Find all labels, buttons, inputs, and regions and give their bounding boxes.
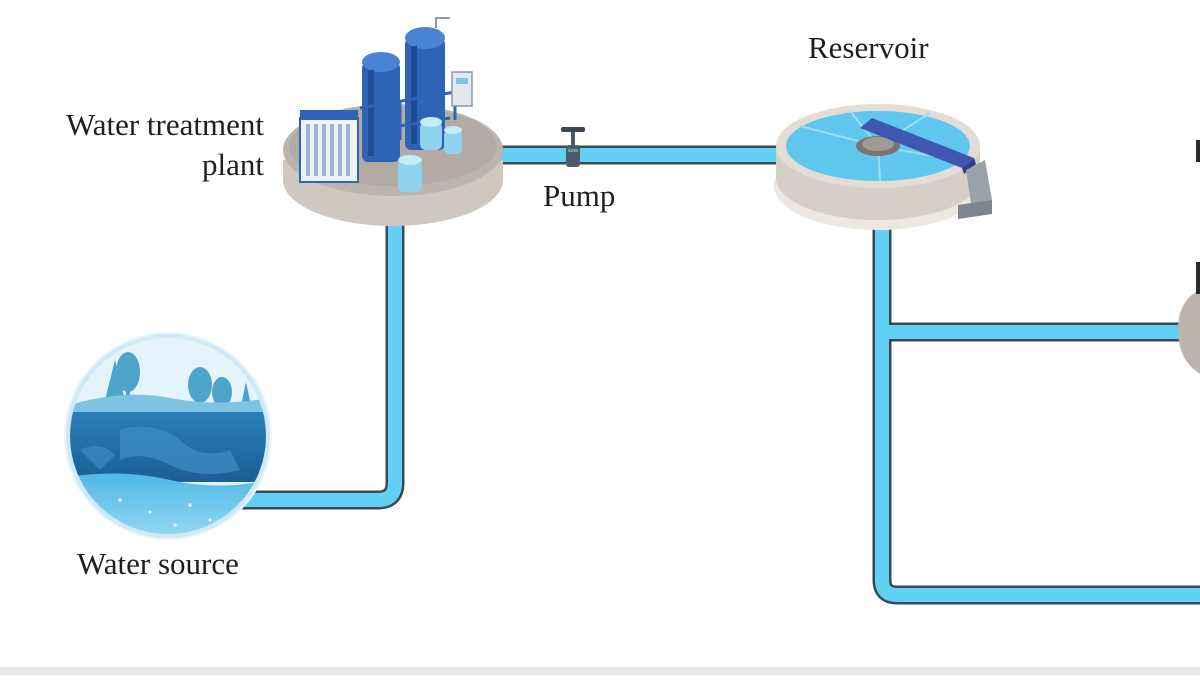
pipe-reservoir-branches — [875, 205, 1200, 602]
pipe-network — [240, 145, 1200, 605]
reservoir-icon — [774, 104, 992, 230]
reservoir-label: Reservoir — [808, 30, 929, 65]
treatment-plant-label: Water treatment plant — [20, 105, 264, 185]
bottom-divider — [0, 667, 1200, 675]
water-source-label: Water source — [77, 546, 239, 581]
control-box — [451, 71, 473, 107]
pipe-reservoir-branches-outline — [872, 205, 1200, 605]
treatment-plant-icon — [283, 17, 503, 226]
pump-valve-icon — [561, 127, 585, 167]
pipe-source-to-plant — [240, 215, 402, 507]
small-tanks — [398, 117, 462, 192]
pump-label: Pump — [543, 178, 616, 213]
treatment-plant-label-line2: plant — [202, 147, 264, 182]
treatment-plant-label-line1: Water treatment — [65, 107, 264, 142]
offscreen-node-right — [1178, 140, 1200, 374]
filter-panels — [299, 110, 359, 183]
water-source-icon — [64, 332, 272, 540]
